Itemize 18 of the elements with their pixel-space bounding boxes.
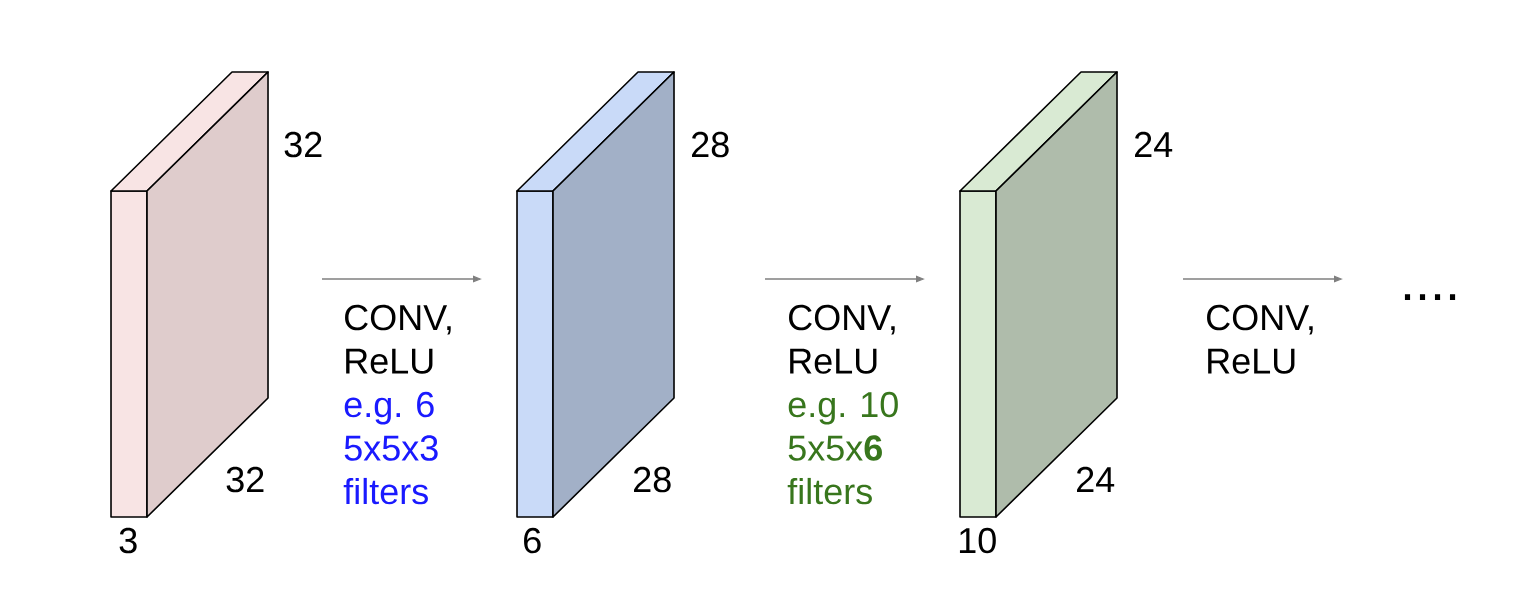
volume-block [110, 71, 269, 518]
volume-block [516, 71, 675, 518]
dimension-label: 10 [959, 527, 996, 554]
annotation: e.g. 10 5x5x6 filters [787, 391, 898, 505]
annotation: e.g. 6 5x5x3 filters [343, 391, 438, 505]
dimension-label: 24 [1135, 131, 1173, 157]
ellipsis: .... [1404, 294, 1456, 300]
dimension-label: 32 [284, 131, 322, 158]
dimension-label: 3 [119, 527, 137, 554]
edge-label: CONV, ReLU [345, 304, 451, 374]
dimension-label: 6 [524, 527, 541, 554]
volume-block [959, 71, 1118, 518]
dimension-label: 28 [634, 466, 671, 493]
dimension-label: 28 [692, 131, 729, 158]
dimension-label: 32 [226, 466, 264, 493]
edge-label: CONV, ReLU [1207, 304, 1313, 374]
dimension-label: 24 [1077, 466, 1115, 492]
edge-label: CONV, ReLU [789, 304, 895, 374]
